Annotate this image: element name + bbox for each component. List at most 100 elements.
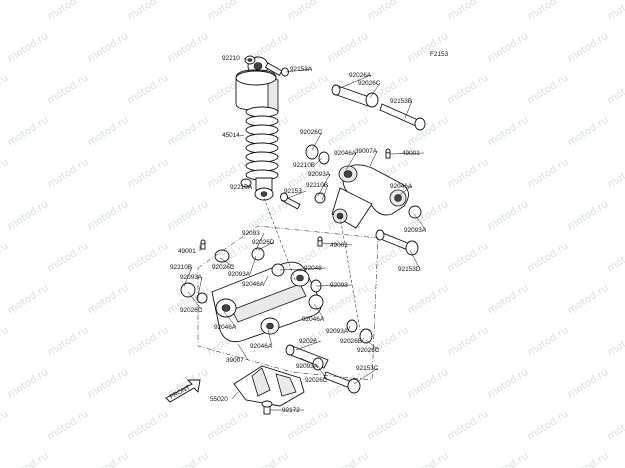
figure-code: F2153 (430, 51, 449, 58)
watermark-text: motod.ru (86, 199, 131, 233)
callout-leader (223, 311, 237, 328)
callout-leader (295, 340, 322, 351)
callout-label: 49001 (402, 150, 420, 157)
shock-absorber (235, 56, 279, 201)
watermark-text: motod.ru (446, 157, 491, 191)
watermark-text: motod.ru (86, 31, 131, 65)
callout-label: 92093 (242, 230, 260, 237)
callout-label: 92046A (242, 281, 265, 288)
watermark-text: motod.ru (606, 157, 625, 191)
watermark-text: motod.ru (606, 0, 625, 23)
watermark-text: motod.ru (566, 451, 611, 468)
watermark-text: motod.ru (166, 31, 211, 65)
watermark-text: motod.ru (606, 73, 625, 107)
callout-label: 92026B (340, 338, 362, 345)
callout-leader (353, 367, 379, 385)
watermark-text: motod.ru (446, 241, 491, 275)
watermark-text: motod.ru (486, 115, 531, 149)
callout-leader (263, 275, 269, 285)
callout-leader (243, 183, 253, 188)
watermark-text: motod.ru (86, 367, 131, 401)
callout-leader (257, 241, 275, 251)
watermark-text: motod.ru (526, 73, 571, 107)
watermark-text: motod.ru (446, 325, 491, 359)
watermark-text: motod.ru (246, 451, 291, 468)
callout-label: 92026C (358, 80, 381, 87)
callout-label: 45014 (222, 132, 240, 139)
callout-label: 92153B (390, 98, 412, 105)
callout-label: 92172 (282, 407, 300, 414)
callout-leader (249, 255, 257, 275)
callout-leader (317, 365, 328, 381)
watermark-text: motod.ru (406, 367, 451, 401)
watermark-text: motod.ru (326, 451, 371, 468)
watermark-text: motod.ru (286, 73, 331, 107)
watermark-text: motod.ru (406, 283, 451, 317)
callout-label: 92153D (398, 266, 421, 273)
watermark-text: motod.ru (0, 73, 10, 107)
callout-label: 39007A (355, 148, 378, 155)
callout-leader (347, 325, 351, 332)
watermark-text: motod.ru (0, 409, 10, 443)
watermark-text: motod.ru (566, 115, 611, 149)
nut-92210a (240, 178, 252, 188)
watermark-text: motod.ru (0, 157, 10, 191)
watermark-text: motod.ru (86, 283, 131, 317)
watermark-text: motod.ru (46, 241, 91, 275)
watermark-text: motod.ru (126, 325, 171, 359)
watermark-text: motod.ru (366, 409, 411, 443)
callout-label: 92026C (300, 129, 323, 136)
watermark-text: motod.ru (566, 367, 611, 401)
collar-92026c-lower (180, 282, 196, 298)
watermark-text: motod.ru (166, 451, 211, 468)
watermark-text: motod.ru (126, 0, 171, 23)
callout-leader (365, 339, 380, 351)
watermark-text: motod.ru (46, 157, 91, 191)
callout-leader (183, 266, 193, 287)
watermark-text: motod.ru (446, 409, 491, 443)
callout-label: 92026A (349, 72, 372, 79)
callout-leader (321, 242, 353, 246)
bush-92026d (251, 247, 265, 261)
callout-label: 55020 (210, 396, 228, 403)
watermark-text: motod.ru (6, 31, 51, 65)
watermark-text: motod.ru (6, 367, 51, 401)
watermark-text: motod.ru (526, 409, 571, 443)
watermark-text: motod.ru (0, 241, 10, 275)
callout-label: 39007 (226, 357, 244, 364)
watermark-text: motod.ru (206, 0, 251, 23)
axis-line-rocker (339, 215, 361, 331)
nut-92210 (244, 55, 256, 65)
watermark-text: motod.ru (526, 325, 571, 359)
watermark-text: motod.ru (6, 451, 51, 468)
callout-leader (299, 357, 319, 367)
collar-92093a-right (408, 205, 422, 219)
callout-leader (219, 257, 235, 268)
callout-label: 92210B (293, 162, 315, 169)
callout-leader (285, 68, 313, 73)
callout-leader (255, 232, 265, 251)
collar-92026c-top (365, 92, 379, 108)
callout-label: 92046A (250, 343, 273, 350)
bracket-55020 (233, 365, 305, 407)
callout-label: 92026C (212, 264, 235, 271)
callout-label: 92210A (230, 184, 253, 191)
rocker-arm-39007a (331, 164, 409, 229)
watermark-text: motod.ru (446, 0, 491, 23)
watermark-text: motod.ru (0, 325, 10, 359)
callout-label: 92026C (357, 347, 380, 354)
watermark-text: motod.ru (326, 115, 371, 149)
watermark-text: motod.ru (206, 409, 251, 443)
watermark-text: motod.ru (366, 0, 411, 23)
callout-label: 92026 (299, 338, 317, 345)
callout-leader (311, 131, 323, 151)
watermark-text: motod.ru (286, 0, 331, 23)
callout-leader (243, 57, 249, 61)
callout-label: 92026D (252, 239, 275, 246)
callout-leader (187, 291, 203, 311)
watermark-text: motod.ru (126, 73, 171, 107)
callout-label: 49001 (178, 248, 196, 255)
watermark-text: motod.ru (126, 241, 171, 275)
